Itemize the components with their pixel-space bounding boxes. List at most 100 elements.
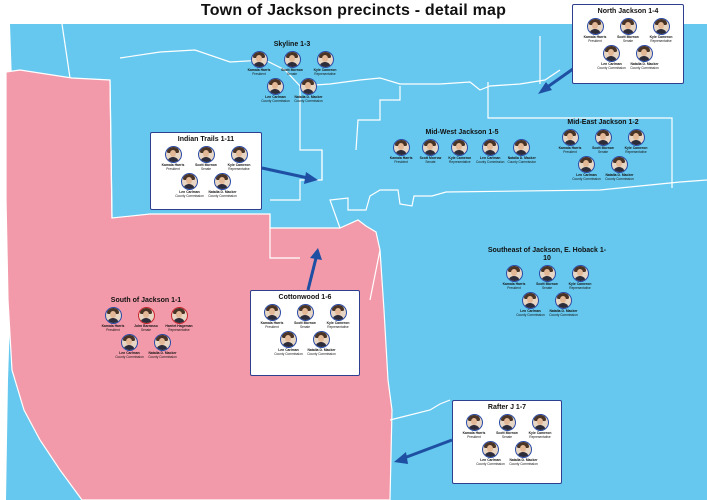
candidate-role: Senate	[622, 38, 634, 43]
candidate-role: Senate	[200, 166, 212, 171]
candidate-role: Representative	[327, 324, 349, 329]
portrait-face	[426, 143, 433, 150]
portrait-face	[305, 82, 311, 90]
portrait-face	[186, 177, 192, 185]
candidate-role: County Commission	[509, 462, 538, 467]
portrait-body	[467, 425, 480, 430]
portrait-face	[583, 160, 589, 168]
candidate-photo	[578, 156, 595, 174]
candidate-name: Len Carlman	[179, 190, 200, 195]
candidate-role: Representative	[650, 38, 672, 43]
precinct-name: Rafter J 1-7	[487, 404, 527, 411]
portrait-body	[507, 276, 520, 281]
portrait-body	[302, 89, 314, 95]
arrow-rafter-j	[403, 438, 453, 460]
candidate-role: County Commission	[175, 194, 204, 199]
candidate-role: Representative	[625, 149, 647, 154]
portrait-body	[139, 318, 152, 323]
candidate-name: Len Carlman	[480, 458, 501, 463]
candidate-name: Natalia D. Macker	[630, 62, 659, 67]
portrait-face	[657, 22, 664, 29]
candidate-name: John Barrasso	[134, 324, 158, 328]
candidate-role: County Commission	[294, 99, 323, 104]
candidate-photo	[421, 139, 439, 156]
portrait-body	[654, 29, 667, 34]
portrait-face	[285, 335, 291, 343]
portrait-face	[169, 150, 176, 157]
candidate-photo	[515, 441, 532, 459]
candidate-name: Scott Morrow	[281, 68, 303, 72]
candidate-role: Representative	[228, 166, 250, 171]
portrait-body	[315, 342, 327, 348]
candidate-role: President	[252, 71, 266, 76]
portrait-body	[453, 150, 466, 155]
candidate-photo	[280, 331, 297, 349]
candidate-name: Kamala Harris	[462, 431, 486, 435]
candidate-name: Natalia D. Macker	[507, 156, 536, 160]
candidate-photo	[561, 129, 579, 146]
arrow-cottonwood	[306, 257, 318, 291]
candidate-name: Kyle Cameron	[313, 68, 337, 72]
portrait-body	[269, 89, 281, 95]
candidate-name: Kamala Harris	[101, 324, 125, 328]
portrait-body	[199, 157, 212, 162]
candidate-name: Kamala Harris	[502, 282, 526, 286]
candidate-name: Kamala Harris	[260, 321, 284, 325]
candidate-name: Natalia D. Macker	[148, 351, 177, 356]
portrait-face	[536, 418, 543, 425]
candidate-photo	[619, 18, 637, 35]
candidate-role: President	[106, 327, 120, 332]
portrait-body	[484, 452, 496, 458]
portrait-face	[576, 269, 583, 276]
portrait-body	[282, 342, 294, 348]
portrait-body	[500, 425, 513, 430]
portrait-body	[515, 150, 528, 155]
arrowhead-rafter-j	[394, 452, 408, 464]
portrait-body	[629, 140, 642, 145]
candidate-name: Kamala Harris	[558, 146, 582, 150]
candidate-name: Scott Morrow	[294, 321, 316, 325]
portrait-body	[605, 56, 617, 62]
portrait-face	[599, 133, 606, 140]
candidate-role: President	[563, 149, 577, 154]
portrait-face	[520, 445, 526, 453]
portrait-body	[298, 315, 311, 320]
candidate-photo	[283, 51, 301, 68]
candidate-name: Kyle Cameron	[568, 282, 592, 286]
portrait-body	[232, 157, 245, 162]
portrait-face	[456, 143, 463, 150]
candidate-role: County Commission	[148, 355, 177, 360]
candidate-name: Scott Morrow	[195, 163, 217, 167]
portrait-face	[560, 296, 566, 304]
candidate-role: Representative	[314, 71, 336, 76]
portrait-face	[527, 296, 533, 304]
portrait-face	[142, 311, 149, 318]
candidate-role: President	[467, 434, 481, 439]
precinct-name: Skyline 1-3	[273, 41, 311, 48]
callout-arrows	[261, 62, 581, 464]
candidate-photo	[531, 414, 549, 431]
candidate-name: Kyle Cameron	[227, 163, 251, 167]
portrait-body	[183, 184, 195, 190]
precinct-name: Mid-East Jackson 1-2	[567, 119, 639, 126]
portrait-face	[487, 445, 493, 453]
candidate-role: County Commission	[572, 177, 601, 182]
candidate-role: President	[166, 166, 180, 171]
